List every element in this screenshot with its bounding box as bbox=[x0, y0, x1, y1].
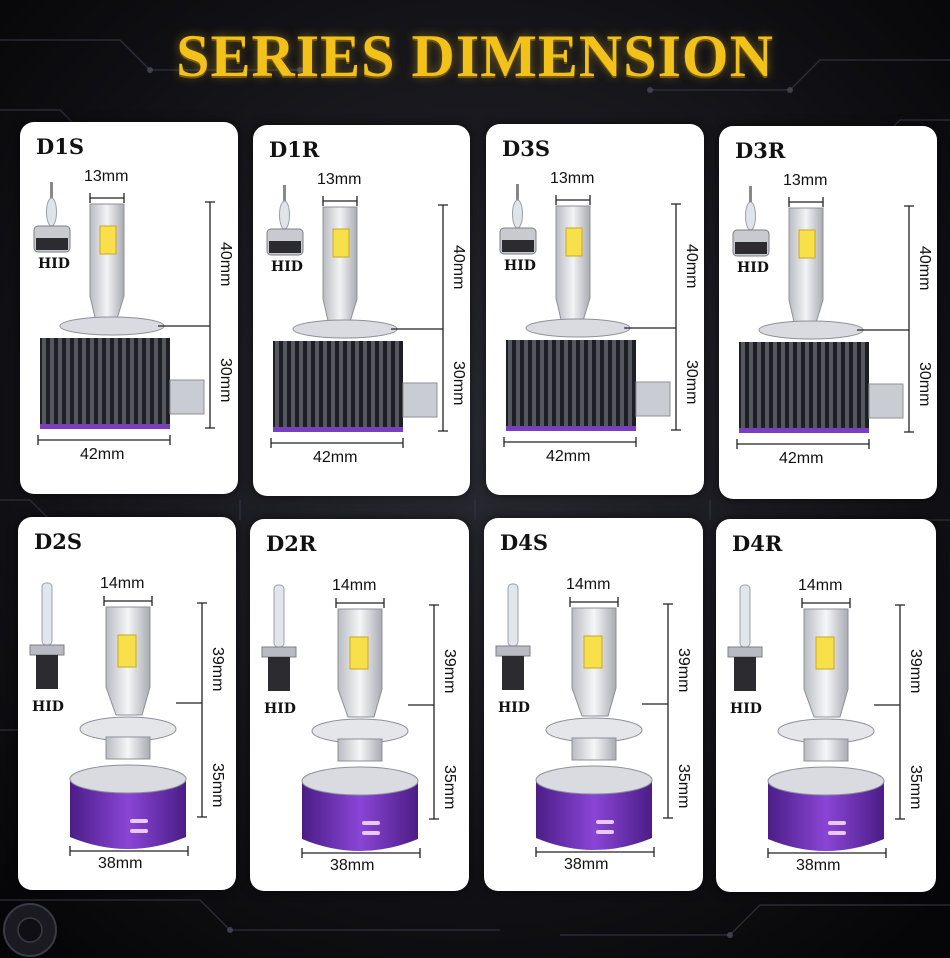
upper-height-dimension: 39mm bbox=[441, 649, 458, 694]
hid-bulb-icon bbox=[273, 584, 285, 648]
hid-label: HID bbox=[504, 258, 536, 274]
hid-label: HID bbox=[271, 259, 303, 275]
bulb-illustration bbox=[29, 582, 207, 856]
width-dimension: 13mm bbox=[783, 172, 828, 189]
dimension-lines bbox=[301, 598, 439, 858]
bulb-card-d4r: D4R HID 14mm 39mm 35mm 38mm bbox=[716, 519, 936, 892]
bulb-card-d3r: D3R HID 13mm 40mm 30mm 42mm bbox=[719, 126, 937, 499]
lower-height-dimension: 30mm bbox=[683, 360, 700, 405]
width-dimension: 14mm bbox=[332, 577, 377, 594]
heat-sink bbox=[273, 341, 403, 431]
width-dimension: 13mm bbox=[550, 170, 595, 187]
upper-height-dimension: 40mm bbox=[683, 244, 700, 289]
dimension-lines bbox=[503, 195, 681, 447]
bulb-model-label: D2S bbox=[34, 529, 82, 554]
lower-height-dimension: 30mm bbox=[450, 361, 467, 406]
base-width-dimension: 38mm bbox=[564, 856, 609, 873]
led-chip bbox=[565, 227, 583, 257]
led-chip bbox=[349, 636, 369, 670]
base-width-dimension: 42mm bbox=[779, 450, 824, 467]
led-chip bbox=[99, 225, 117, 255]
width-dimension: 13mm bbox=[84, 168, 129, 185]
lower-height-dimension: 35mm bbox=[441, 765, 458, 810]
led-chip bbox=[117, 634, 137, 668]
hid-label: HID bbox=[730, 701, 762, 717]
lower-height-dimension: 35mm bbox=[907, 765, 924, 810]
upper-height-dimension: 40mm bbox=[916, 246, 933, 291]
dimension-lines bbox=[767, 598, 905, 858]
bulb-card-d3s: D3S HID 13mm 40mm 30mm 42mm bbox=[486, 124, 704, 495]
bulb-card-d4s: D4S HID 14mm 39mm 35mm 38mm bbox=[484, 518, 703, 891]
upper-height-dimension: 39mm bbox=[675, 648, 692, 693]
led-chip bbox=[583, 635, 603, 669]
purple-base bbox=[69, 764, 187, 849]
upper-height-dimension: 39mm bbox=[209, 647, 226, 692]
lower-height-dimension: 30mm bbox=[217, 358, 234, 403]
hid-bulb-icon bbox=[507, 583, 519, 647]
bulb-model-label: D1R bbox=[269, 137, 320, 162]
page-title: SERIES DIMENSION bbox=[176, 23, 774, 89]
bulb-card-d2r: D2R HID 14mm 39mm 35mm 38mm bbox=[250, 519, 469, 891]
dimension-lines bbox=[270, 196, 448, 448]
hid-bulb-icon bbox=[739, 584, 751, 648]
bulb-model-label: D4R bbox=[732, 531, 783, 556]
base-width-dimension: 42mm bbox=[80, 446, 125, 463]
bulb-card-d1r: D1R HID 13mm 40mm 30mm 42mm bbox=[253, 125, 470, 496]
base-width-dimension: 42mm bbox=[546, 448, 591, 465]
lower-height-dimension: 35mm bbox=[675, 764, 692, 809]
dimension-lines bbox=[37, 193, 215, 445]
dimension-lines bbox=[535, 597, 673, 857]
upper-height-dimension: 40mm bbox=[217, 242, 234, 287]
width-dimension: 13mm bbox=[317, 171, 362, 188]
dimension-lines bbox=[736, 197, 914, 449]
base-width-dimension: 38mm bbox=[796, 857, 841, 874]
bulb-card-d2s: D2S HID 14mm 39mm 35mm 38mm bbox=[18, 517, 236, 890]
dimension-lines bbox=[69, 596, 207, 856]
lower-height-dimension: 30mm bbox=[916, 362, 933, 407]
bulb-model-label: D4S bbox=[500, 530, 548, 555]
heat-sink bbox=[739, 342, 869, 432]
base-width-dimension: 42mm bbox=[313, 449, 358, 466]
heat-sink bbox=[506, 340, 636, 430]
hid-label: HID bbox=[38, 256, 70, 272]
bulb-illustration bbox=[495, 583, 673, 857]
bulb-illustration bbox=[266, 185, 448, 448]
bulb-model-label: D3S bbox=[502, 136, 550, 161]
base-width-dimension: 38mm bbox=[98, 855, 143, 872]
hid-label: HID bbox=[32, 699, 64, 715]
hid-label: HID bbox=[737, 260, 769, 276]
hid-label: HID bbox=[498, 700, 530, 716]
led-chip bbox=[332, 228, 350, 258]
bulb-illustration bbox=[261, 584, 439, 858]
bulb-model-label: D1S bbox=[36, 134, 84, 159]
base-width-dimension: 38mm bbox=[330, 857, 375, 874]
upper-height-dimension: 39mm bbox=[907, 649, 924, 694]
hid-bulb-icon bbox=[41, 582, 53, 646]
upper-height-dimension: 40mm bbox=[450, 245, 467, 290]
width-dimension: 14mm bbox=[566, 576, 611, 593]
led-chip bbox=[815, 636, 835, 670]
bulb-model-label: D2R bbox=[266, 531, 317, 556]
purple-base bbox=[535, 765, 653, 850]
led-chip bbox=[798, 229, 816, 259]
width-dimension: 14mm bbox=[100, 575, 145, 592]
lower-height-dimension: 35mm bbox=[209, 763, 226, 808]
bulb-illustration bbox=[499, 184, 681, 447]
hid-label: HID bbox=[264, 701, 296, 717]
bulb-illustration bbox=[33, 182, 215, 445]
heat-sink bbox=[40, 338, 170, 428]
bulb-model-label: D3R bbox=[735, 138, 786, 163]
bulb-illustration bbox=[732, 186, 914, 449]
purple-base bbox=[301, 766, 419, 851]
width-dimension: 14mm bbox=[798, 577, 843, 594]
purple-base bbox=[767, 766, 885, 851]
bulb-illustration bbox=[727, 584, 905, 858]
bulb-card-d1s: D1S HID 13mm 40mm 30mm 42mm bbox=[20, 122, 238, 494]
